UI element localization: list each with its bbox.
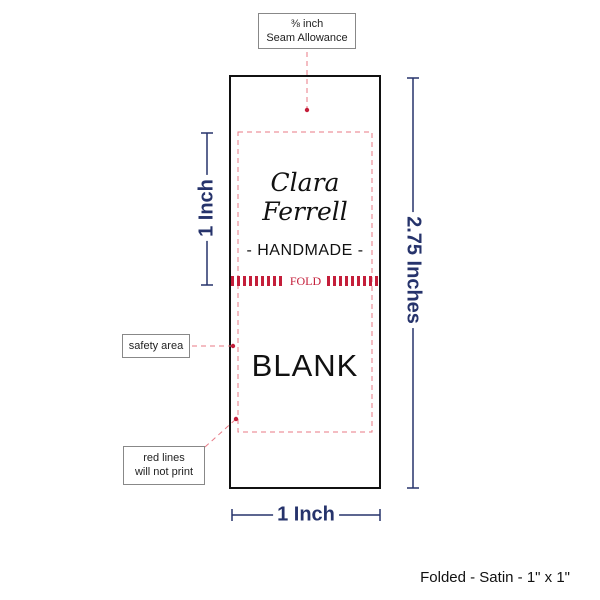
fold-label: FOLD <box>289 274 322 288</box>
brand-name: Clara Ferrell <box>262 168 348 226</box>
seam-allowance-callout: ⅜ inch Seam Allowance <box>258 13 356 49</box>
safety-dot <box>230 343 236 349</box>
blank-text: BLANK <box>251 348 359 383</box>
redline-leader <box>204 418 237 448</box>
handmade-text: - HANDMADE - <box>246 242 364 259</box>
dimension-lines <box>201 77 419 521</box>
red-lines-line2: will not print <box>134 466 194 478</box>
redline-dot <box>233 416 239 422</box>
seam-callout-line2: Seam Allowance <box>266 32 348 44</box>
red-lines-line1: red lines <box>143 452 185 464</box>
dimension-width: 1 Inch <box>273 503 339 527</box>
product-caption: Folded - Satin - 1" x 1" <box>420 569 570 586</box>
label-outline <box>229 75 381 489</box>
seam-dot <box>304 107 310 113</box>
dimension-total-height: 2.75 Inches <box>401 212 425 328</box>
red-lines-callout: red lines will not print <box>123 446 205 485</box>
safety-area-callout: safety area <box>122 334 190 358</box>
dimension-fold-height: 1 Inch <box>195 175 219 241</box>
seam-callout-line1: ⅜ inch <box>290 18 324 30</box>
